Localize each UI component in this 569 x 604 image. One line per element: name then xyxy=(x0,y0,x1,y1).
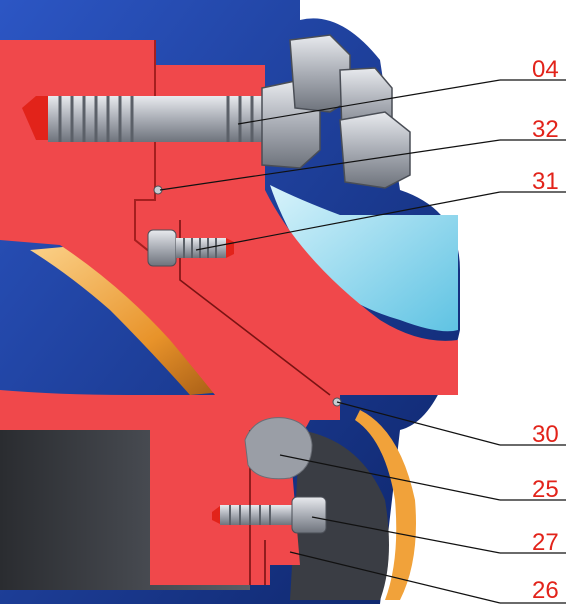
screw-27 xyxy=(212,496,327,534)
leader-27 xyxy=(311,516,501,554)
leader-31 xyxy=(195,191,501,251)
cyan-window xyxy=(270,185,458,332)
callout-labels: 04 32 31 30 25 27 26 xyxy=(532,56,559,604)
housing-shadow xyxy=(134,40,161,261)
screw-31-head xyxy=(147,229,177,267)
screw-27-head xyxy=(291,496,327,534)
screw-27-tip xyxy=(212,506,220,524)
callout-label-27: 27 xyxy=(532,529,559,556)
nut-back-3 xyxy=(339,111,411,189)
rotor-rim xyxy=(355,410,416,600)
red-housing xyxy=(0,40,458,585)
leader-30 xyxy=(336,401,501,446)
leader-25 xyxy=(279,454,501,501)
screw-27-threads xyxy=(229,505,271,525)
seal-25 xyxy=(244,417,313,480)
screw-27-shank xyxy=(220,505,295,525)
bolt-04-tip xyxy=(22,96,50,140)
leader-32 xyxy=(159,139,501,191)
callout-label-31: 31 xyxy=(532,168,559,195)
screw-31 xyxy=(147,229,234,267)
leader-lines xyxy=(159,79,501,604)
leader-26 xyxy=(289,551,501,604)
callout-label-30: 30 xyxy=(532,421,559,448)
label-underlines xyxy=(500,79,566,604)
leader-04 xyxy=(237,79,501,125)
bolt-04-threads xyxy=(58,96,254,142)
bolt-04 xyxy=(22,34,411,189)
callout-label-26: 26 xyxy=(532,577,559,604)
callout-label-04: 04 xyxy=(532,56,559,83)
callout-label-25: 25 xyxy=(532,476,559,503)
callout-label-32: 32 xyxy=(532,116,559,143)
